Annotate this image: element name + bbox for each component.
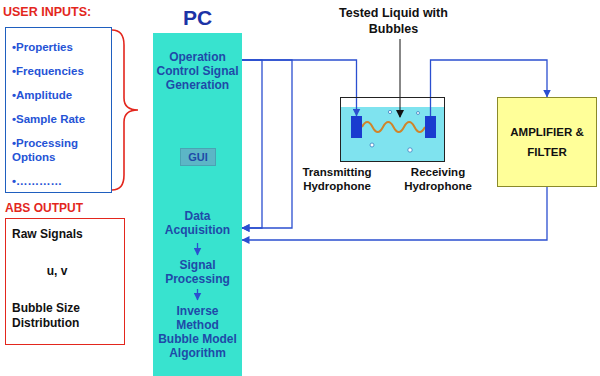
process-step: Signal Processing bbox=[153, 255, 242, 289]
bubble bbox=[370, 143, 374, 147]
process-step: Inverse Method Bubble Model Algorithm bbox=[153, 300, 242, 364]
output-item: u, v bbox=[6, 264, 124, 279]
hydrophone-label: Transmitting Hydrophone bbox=[298, 165, 376, 193]
input-list-box: USER INPUTS:•Properties•Frequencies•Ampl… bbox=[5, 27, 112, 193]
step-label: Data Acquisition bbox=[155, 209, 240, 237]
input-item: •Processing Options bbox=[12, 136, 108, 164]
process-step: Data Acquisition bbox=[153, 203, 242, 243]
gui-label: GUI bbox=[188, 151, 208, 164]
output-item: Raw Signals bbox=[12, 227, 124, 242]
tank-caption: Tested Liquid with Bubbles bbox=[326, 5, 461, 37]
hydrophone-label: Receiving Hydrophone bbox=[398, 165, 478, 193]
pc-column-fill bbox=[153, 33, 242, 376]
pc-column: PCOperation Control Signal GenerationGUI… bbox=[153, 33, 242, 376]
process-step: Operation Control Signal Generation bbox=[153, 41, 242, 101]
gui-box: GUI bbox=[180, 148, 216, 166]
input-item: •Sample Rate bbox=[12, 112, 108, 126]
amplifier-label: AMPLIFIER & FILTER bbox=[510, 122, 584, 162]
input-item: •Frequencies bbox=[12, 64, 108, 78]
step-label: Inverse Method Bubble Model Algorithm bbox=[155, 304, 240, 360]
signal-wire bbox=[242, 60, 262, 228]
step-label: Signal Processing bbox=[155, 258, 240, 286]
pointer-arrow bbox=[400, 39, 401, 117]
output-heading: ABS OUTPUT bbox=[5, 201, 83, 216]
liquid-fill bbox=[341, 107, 444, 161]
output-item: Bubble Size Distribution bbox=[12, 301, 104, 331]
signal-wire bbox=[242, 60, 292, 228]
bubble bbox=[417, 112, 420, 115]
signal-wire bbox=[242, 187, 547, 240]
input-heading: USER INPUTS: bbox=[3, 5, 91, 19]
hydrophone: Receiving Hydrophone bbox=[425, 116, 436, 138]
input-item: •Amplitude bbox=[12, 88, 108, 102]
column-fill-group bbox=[153, 33, 242, 376]
bubble bbox=[408, 148, 412, 152]
pc-heading: PC bbox=[153, 5, 242, 31]
input-item: •………… bbox=[12, 174, 108, 188]
sound-wave bbox=[362, 122, 425, 132]
output-box: ABS OUTPUTRaw Signalsu, vBubble Size Dis… bbox=[5, 218, 125, 345]
liquid-tank: Tested Liquid with BubblesTransmitting H… bbox=[340, 97, 445, 162]
hydrophone: Transmitting Hydrophone bbox=[351, 116, 362, 138]
curly-brace bbox=[112, 30, 138, 190]
bubble bbox=[388, 110, 391, 113]
signal-wire bbox=[197, 289, 198, 300]
input-item: •Properties bbox=[12, 40, 108, 54]
step-label: Operation Control Signal Generation bbox=[155, 50, 240, 92]
amplifier-box: AMPLIFIER & FILTER bbox=[497, 97, 597, 187]
signal-wire bbox=[197, 243, 198, 255]
